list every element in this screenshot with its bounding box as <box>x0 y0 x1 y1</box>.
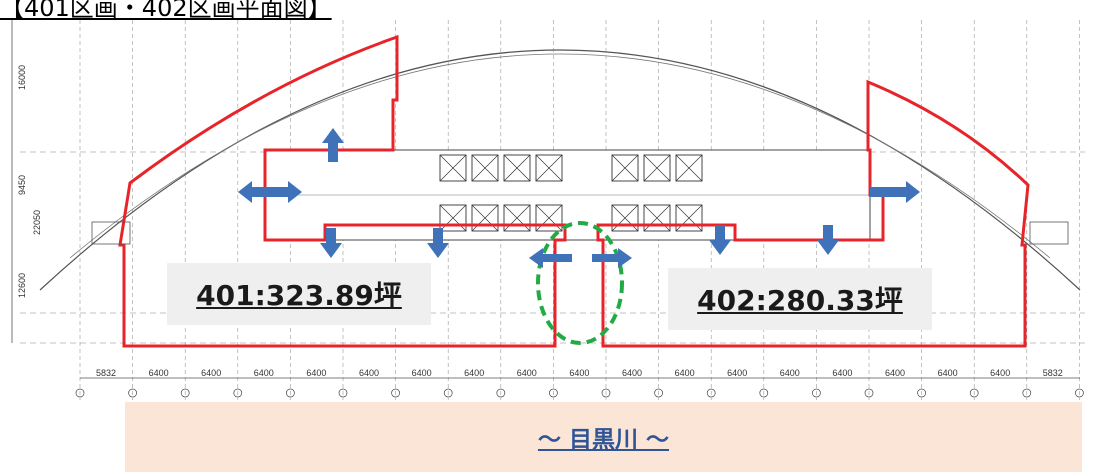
arrow-down-icon <box>709 225 731 255</box>
arrow-right-icon <box>592 248 632 268</box>
dimension-label: 6400 <box>412 368 432 378</box>
dimension-label: 6400 <box>149 368 169 378</box>
elevator-box <box>439 204 467 232</box>
dimension-label: 6400 <box>780 368 800 378</box>
entry-arrows <box>238 128 920 268</box>
elevator-cross <box>675 154 703 182</box>
dimension-label: 6400 <box>727 368 747 378</box>
grid-axis-marker <box>706 388 716 398</box>
arrow-down-icon <box>427 228 449 258</box>
dimension-label: 6400 <box>885 368 905 378</box>
side-stair-right <box>1029 221 1069 245</box>
elevator-cross <box>439 204 467 232</box>
dimension-label: 12600 <box>17 273 27 298</box>
vertical-dimensions: 16000 9450 22050 12600 <box>17 65 42 298</box>
dimension-label: 5832 <box>96 368 116 378</box>
arrow-right-icon <box>870 181 920 203</box>
grid-axis-marker <box>549 388 558 398</box>
elevator-box <box>643 204 671 232</box>
grid-axis-marker <box>286 388 295 398</box>
arrow-left-right-icon <box>238 181 302 203</box>
grid-axis-marker <box>759 388 769 398</box>
elevator-cross <box>643 154 671 182</box>
grid-axis-marker <box>233 388 243 398</box>
grid-axis-marker <box>180 388 190 398</box>
dimension-label: 9450 <box>17 175 27 195</box>
elevator-box <box>675 204 703 232</box>
elevator-cross <box>503 154 531 182</box>
elevator-box <box>643 154 671 182</box>
river-label: ～ 目黒川 ～ <box>125 402 1082 472</box>
unit-402-label: 402:280.33坪 <box>668 268 932 330</box>
unit-401-outline <box>118 34 567 348</box>
elevator-box <box>439 154 467 182</box>
dimension-label: 5832 <box>1043 368 1063 378</box>
dimension-label: 6400 <box>622 368 642 378</box>
elevator-box <box>471 154 499 182</box>
dimension-label: 6400 <box>832 368 852 378</box>
elevator-box <box>503 154 531 182</box>
grid-axis-marker <box>1075 388 1084 398</box>
side-stair-left <box>91 221 131 245</box>
grid-axis-marker <box>75 388 85 398</box>
arrow-down-icon <box>320 228 342 258</box>
dimension-label: 16000 <box>17 65 27 90</box>
elevator-cross <box>535 154 563 182</box>
grid-axis-marker <box>917 388 926 398</box>
elevator-cross <box>471 154 499 182</box>
elevator-box <box>675 154 703 182</box>
elevator-cross <box>611 204 639 232</box>
dimension-label: 6400 <box>359 368 379 378</box>
grid-axis-marker <box>969 388 979 398</box>
arrow-left-icon <box>529 248 572 268</box>
elevator-cross <box>503 204 531 232</box>
building-outline <box>39 49 1081 291</box>
elevator-shafts <box>439 154 703 232</box>
unit-402-outline <box>596 79 1030 348</box>
grid-axis-marker <box>601 388 611 398</box>
grid-axis-marker <box>864 388 874 398</box>
dimension-label: 6400 <box>254 368 274 378</box>
dimension-label: 6400 <box>938 368 958 378</box>
arrow-up-icon <box>322 128 344 162</box>
dimension-label: 6400 <box>517 368 537 378</box>
arrow-down-icon <box>817 225 839 255</box>
dimension-label: 6400 <box>990 368 1010 378</box>
elevator-cross <box>535 204 563 232</box>
grid-axis-marker <box>391 388 400 398</box>
elevator-box <box>503 204 531 232</box>
elevator-box <box>611 154 639 182</box>
grid-axis-marker <box>812 388 821 398</box>
elevator-cross <box>611 154 639 182</box>
dimension-label: 6400 <box>569 368 589 378</box>
grid-axis-marker <box>1022 388 1032 398</box>
dimension-label: 22050 <box>32 210 42 235</box>
elevator-cross <box>675 204 703 232</box>
elevator-cross <box>643 204 671 232</box>
dimension-label: 6400 <box>675 368 695 378</box>
building-inner-outline <box>69 53 1051 259</box>
dimension-label: 6400 <box>201 368 221 378</box>
grid-axis-marker <box>654 388 663 398</box>
unit-401-label: 401:323.89坪 <box>167 263 431 325</box>
page-title: 【401区画・402区画平面図】 <box>0 0 332 22</box>
dimension-label: 6400 <box>306 368 326 378</box>
dimension-label: 6400 <box>464 368 484 378</box>
grid-axis-marker <box>496 388 506 398</box>
elevator-box <box>535 204 563 232</box>
grid-axis-marker <box>443 388 453 398</box>
horizontal-dimensions: 5832 6400 6400 6400 6400 6400 6400 6400 6400 6400… <box>75 368 1084 398</box>
elevator-box <box>535 154 563 182</box>
elevator-cross <box>471 204 499 232</box>
elevator-cross <box>439 154 467 182</box>
elevator-box <box>611 204 639 232</box>
grid-axis-marker <box>338 388 348 398</box>
elevator-box <box>471 204 499 232</box>
entrance-circle <box>536 221 624 345</box>
grid-axis-marker <box>128 388 137 398</box>
